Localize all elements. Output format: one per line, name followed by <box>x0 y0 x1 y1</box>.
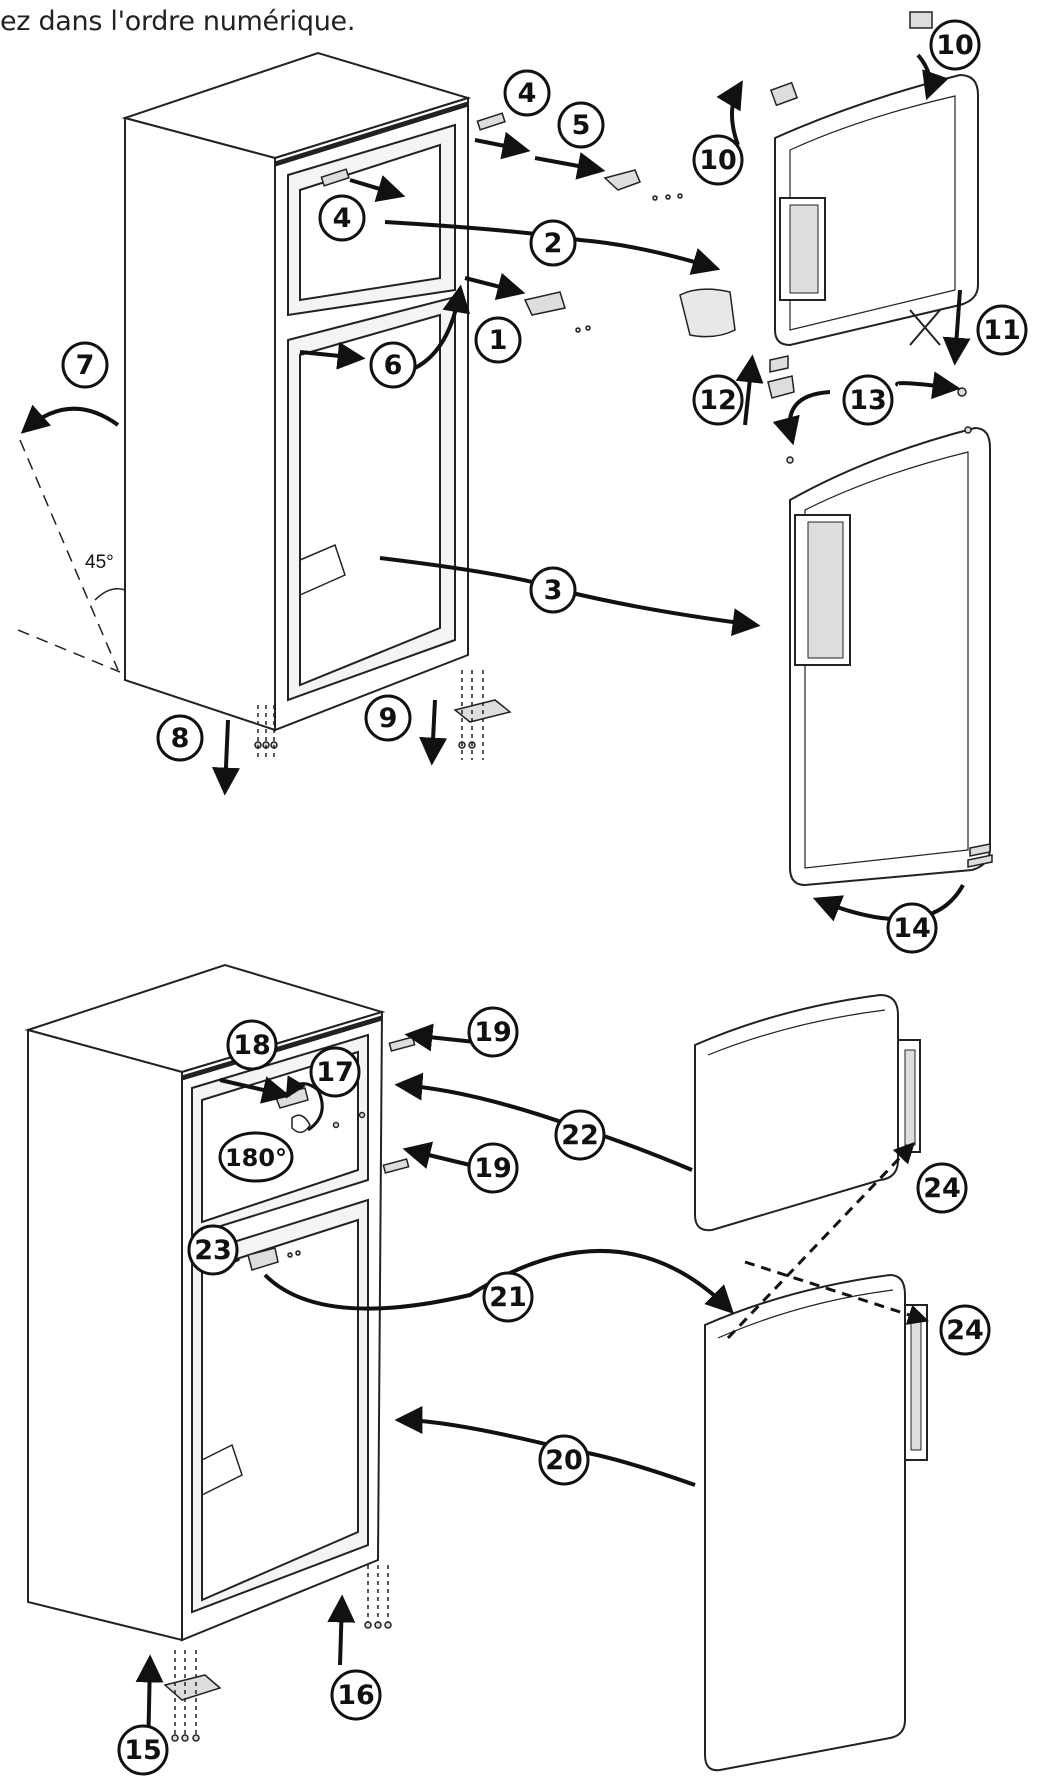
top-hinge-strip <box>274 101 469 167</box>
top-screw-dashes <box>257 670 484 760</box>
step-15-bubble: 15 <box>117 1724 169 1776</box>
step-9-bubble: 9 <box>364 694 412 742</box>
svg-text:17: 17 <box>316 1057 354 1088</box>
svg-text:4: 4 <box>518 78 537 109</box>
step-10a-bubble: 10 <box>929 19 981 71</box>
bottom-fridge-door <box>704 1273 928 1772</box>
instruction-caption: ez dans l'ordre numérique. <box>0 6 356 37</box>
step-12-bubble: 12 <box>692 374 744 426</box>
step-24b-bubble: 24 <box>939 1304 991 1356</box>
step-11-bubble: 11 <box>976 304 1028 356</box>
svg-text:23: 23 <box>194 1235 232 1266</box>
svg-text:10: 10 <box>936 30 974 61</box>
svg-text:18: 18 <box>233 1030 271 1061</box>
svg-text:13: 13 <box>849 385 887 416</box>
step-13-bubble: 13 <box>842 374 894 426</box>
handle-swap-dashed-arrows <box>726 1141 929 1340</box>
step-1-bubble: 1 <box>474 316 522 364</box>
svg-text:2: 2 <box>544 228 563 259</box>
svg-text:180°: 180° <box>225 1144 287 1172</box>
bottom-hinge-strip <box>181 1015 383 1081</box>
top-fridge-door <box>789 426 991 887</box>
step-4b-bubble: 4 <box>318 194 366 242</box>
step-10b-bubble: 10 <box>692 134 744 186</box>
svg-text:24: 24 <box>946 1315 984 1346</box>
step-5-bubble: 5 <box>557 101 605 149</box>
svg-text:3: 3 <box>544 575 563 606</box>
step-19b-bubble: 19 <box>467 1142 519 1194</box>
svg-text:9: 9 <box>379 703 398 734</box>
step-18-bubble: 18 <box>226 1019 278 1071</box>
svg-text:19: 19 <box>474 1017 512 1048</box>
top-hardware-parts <box>254 11 993 868</box>
step-7-bubble: 7 <box>61 341 109 389</box>
svg-text:19: 19 <box>474 1153 512 1184</box>
svg-text:22: 22 <box>561 1120 599 1151</box>
step-8-bubble: 8 <box>156 714 204 762</box>
svg-text:11: 11 <box>983 315 1021 346</box>
svg-text:14: 14 <box>893 913 931 944</box>
crossed-out-part <box>909 309 941 346</box>
step-23-bubble: 23 <box>187 1224 239 1276</box>
svg-text:24: 24 <box>923 1173 961 1204</box>
svg-text:16: 16 <box>337 1680 375 1711</box>
svg-text:10: 10 <box>699 145 737 176</box>
step-16-bubble: 16 <box>330 1669 382 1721</box>
step-14-bubble: 14 <box>886 902 938 954</box>
svg-text:8: 8 <box>171 723 190 754</box>
svg-text:4: 4 <box>333 203 352 234</box>
svg-text:1: 1 <box>489 325 508 356</box>
step-20-bubble: 20 <box>538 1434 590 1486</box>
tilt-angle-label: 45° <box>85 552 114 573</box>
step-19a-bubble: 19 <box>467 1006 519 1058</box>
svg-text:7: 7 <box>76 350 95 381</box>
svg-text:6: 6 <box>384 350 403 381</box>
step-2-bubble: 2 <box>529 219 577 267</box>
svg-text:5: 5 <box>572 110 591 141</box>
step-22-bubble: 22 <box>554 1109 606 1161</box>
svg-text:12: 12 <box>699 385 737 416</box>
step-3-bubble: 3 <box>529 566 577 614</box>
svg-text:21: 21 <box>489 1282 527 1313</box>
step-180-bubble: 180° <box>218 1131 294 1183</box>
svg-text:20: 20 <box>545 1445 583 1476</box>
tilt-guide <box>17 439 126 673</box>
step-17-bubble: 17 <box>309 1046 361 1098</box>
bottom-fridge-body <box>24 963 386 1642</box>
step-24a-bubble: 24 <box>916 1162 968 1214</box>
svg-text:15: 15 <box>124 1735 162 1766</box>
bottom-screw-dashes <box>174 1565 389 1735</box>
step-6-bubble: 6 <box>369 341 417 389</box>
top-fridge-body <box>121 51 472 732</box>
top-freezer-door <box>774 73 979 347</box>
bottom-freezer-door <box>694 993 921 1232</box>
step-21-bubble: 21 <box>482 1271 534 1323</box>
step-4a-bubble: 4 <box>503 69 551 117</box>
